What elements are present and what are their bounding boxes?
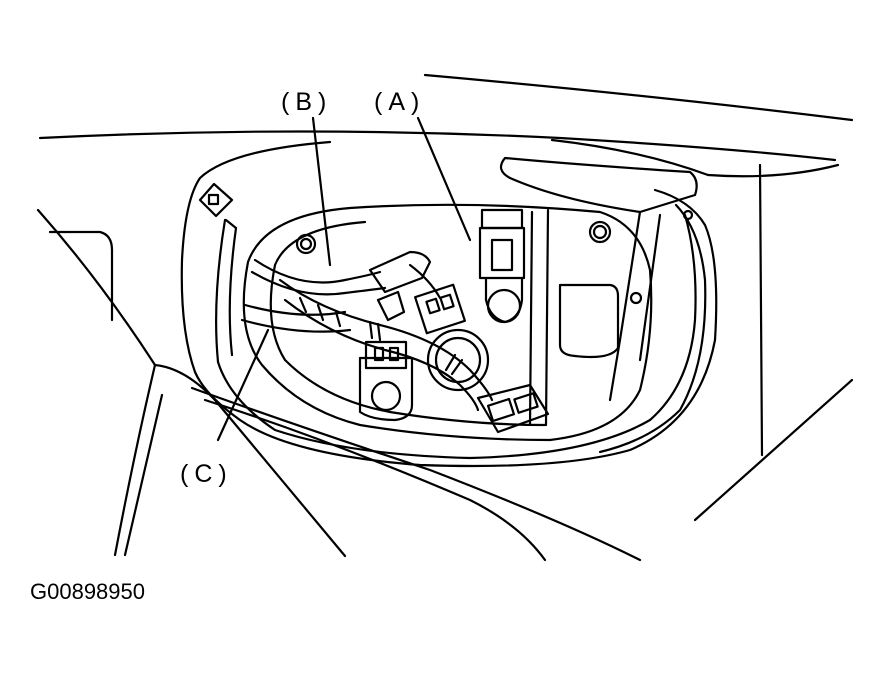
bolts bbox=[295, 209, 694, 305]
callout-c: (C) bbox=[180, 460, 233, 488]
connector-a bbox=[478, 208, 526, 324]
connector-pair bbox=[368, 250, 466, 335]
rear-pillar bbox=[36, 208, 642, 562]
corrugated-tube bbox=[278, 278, 494, 412]
body-panel-outline bbox=[38, 73, 854, 522]
service-hole-lip bbox=[242, 203, 653, 442]
hose-fitting bbox=[426, 328, 490, 392]
upper-bracket bbox=[499, 156, 698, 427]
mounting-tab bbox=[198, 182, 234, 218]
callout-b: (B) bbox=[281, 88, 332, 116]
lower-connector bbox=[358, 340, 414, 422]
access-opening-outer bbox=[180, 140, 718, 468]
figure-code: G00898950 bbox=[30, 579, 145, 604]
rubber-pad bbox=[558, 283, 620, 359]
connector-lower-right bbox=[476, 383, 550, 434]
callout-a: (A) bbox=[374, 88, 425, 116]
leader-lines bbox=[216, 116, 472, 442]
